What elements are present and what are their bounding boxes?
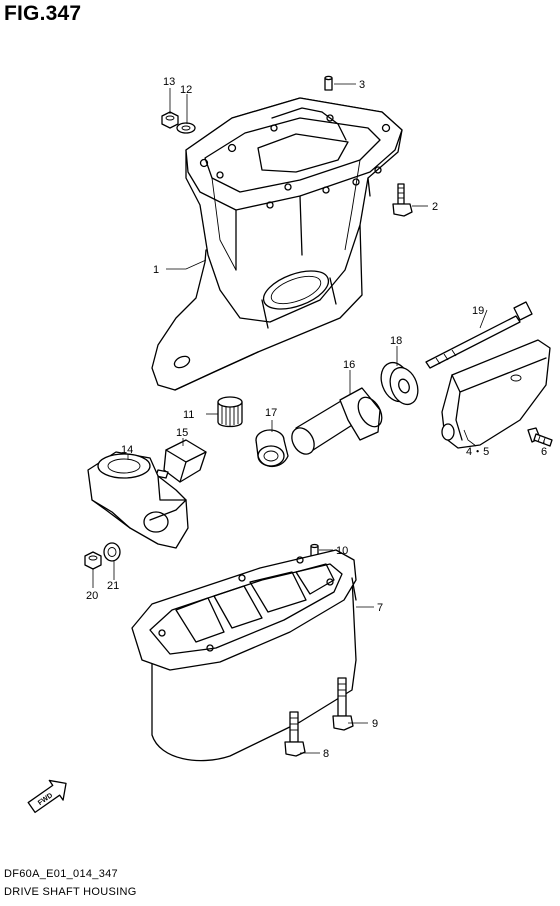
part-4-5-cover — [441, 339, 551, 449]
callout-14: 14 — [121, 444, 133, 456]
part-18-mount-ring — [380, 361, 419, 406]
part-21-washer — [103, 542, 121, 562]
part-3-dowel-pin — [324, 75, 333, 91]
callout-11: 11 — [183, 409, 194, 421]
part-16-mount — [291, 387, 383, 455]
part-8-bolt — [284, 711, 306, 757]
part-11-bush — [217, 396, 243, 428]
callout-18: 18 — [390, 335, 402, 347]
part-7-lower-cover — [131, 549, 357, 762]
figure-code: DF60A_E01_014_347 — [4, 868, 118, 880]
figure-caption: DRIVE SHAFT HOUSING — [4, 886, 137, 898]
part-17-grommet — [255, 429, 289, 468]
callout-13: 13 — [163, 76, 175, 88]
part-14-bracket — [87, 451, 189, 549]
callout-9: 9 — [372, 718, 378, 730]
part-20-nut — [84, 551, 102, 570]
fwd-arrow-icon: FWD — [27, 779, 67, 814]
callout-2: 2 — [432, 201, 438, 213]
callout-10: 10 — [336, 545, 348, 557]
callout-17: 17 — [265, 407, 277, 419]
callout-labels: 1 2 3 4・5 6 7 8 9 10 11 12 13 14 15 16 1… — [86, 76, 547, 760]
part-6-bolt — [527, 427, 553, 447]
callout-3: 3 — [359, 79, 365, 91]
callout-16: 16 — [343, 359, 355, 371]
callout-21: 21 — [107, 580, 119, 592]
callout-4-5: 4・5 — [466, 446, 489, 458]
part-9-bolt — [332, 677, 354, 731]
callout-1: 1 — [153, 264, 159, 276]
figure-title: FIG.347 — [4, 2, 82, 25]
part-2-bolt — [392, 183, 413, 217]
callout-15: 15 — [176, 427, 188, 439]
callout-19: 19 — [472, 305, 484, 317]
leader-lines — [92, 83, 545, 754]
part-13-nut — [161, 111, 179, 129]
part-19-long-bolt — [425, 301, 533, 369]
part-1-drive-shaft-housing — [151, 97, 403, 391]
callout-8: 8 — [323, 748, 329, 760]
callout-12: 12 — [180, 84, 192, 96]
part-12-washer — [176, 122, 196, 134]
callout-7: 7 — [377, 602, 383, 614]
part-15-sensor — [155, 439, 207, 483]
callout-6: 6 — [541, 446, 547, 458]
callout-20: 20 — [86, 590, 98, 602]
